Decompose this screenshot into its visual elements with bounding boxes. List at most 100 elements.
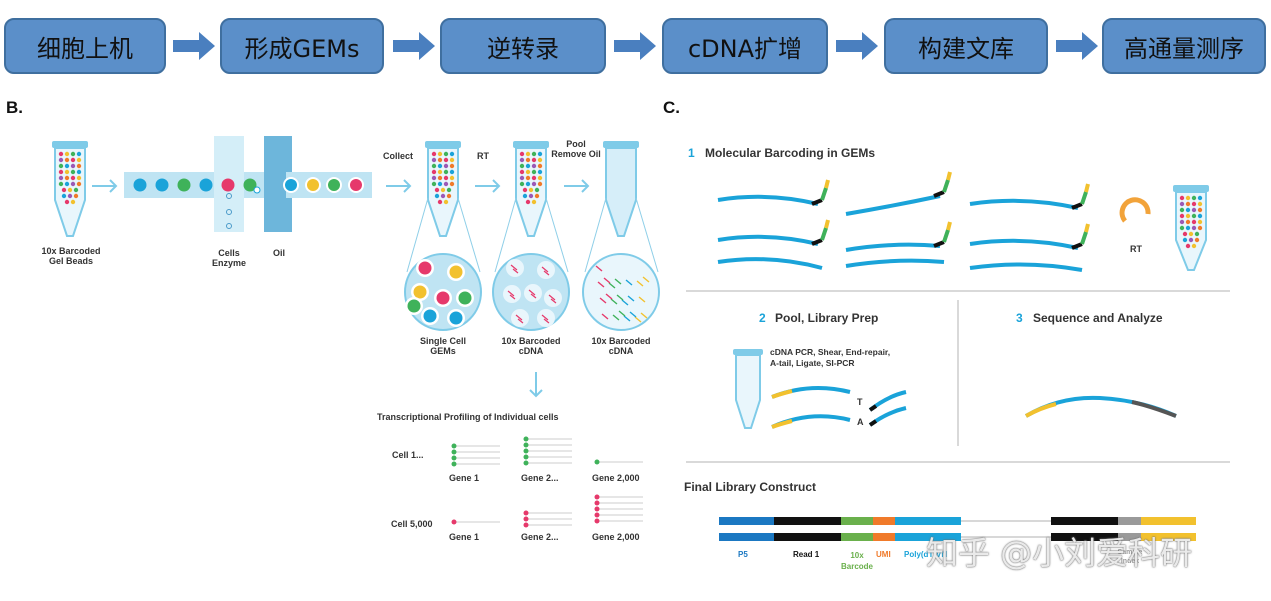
step2-number: 2 [759,311,766,325]
bead-dot [537,169,543,175]
cdna-strand [845,258,945,268]
cell-5000-label: Cell 5,000 [391,519,433,529]
transcript-dot [451,519,457,525]
bead-dot [1191,195,1197,201]
transcript-dot [594,494,600,500]
construct-polyt: Poly(dT)VN [904,550,948,559]
bead-dot [446,193,452,199]
bead-dot [1194,237,1200,243]
bead-dot [70,157,76,163]
bead-dot [1185,225,1191,231]
cells-enzyme-label: Cells Enzyme [211,248,246,268]
cdna-fragment [605,293,613,300]
cdna-fragment [616,294,624,301]
gel-bead [155,178,169,192]
cdna-fragment [618,310,626,317]
single-cell-label: Single Cell GEMs [419,336,466,356]
bead-dot [1179,219,1185,225]
cdna-fragment [625,279,633,286]
gene-2-label-a: Gene 2... [521,473,559,483]
transcript-dot [523,522,529,528]
gem-droplet [449,311,463,325]
bead-dot [443,163,449,169]
bead-dot [449,151,455,157]
construct-segment [719,533,774,541]
rt-label-c: RT [1130,244,1142,254]
bead-dot [443,151,449,157]
bead-dot [431,157,437,163]
bead-dot [531,181,537,187]
construct-segment [719,517,774,525]
bead-dot [519,157,525,163]
gel-bead [199,178,213,192]
bead-dot [58,163,64,169]
bead-dot [443,181,449,187]
bead-dot [70,199,76,205]
cdna-fragment [636,280,644,287]
cdna-strand [845,194,941,216]
bead-dot [73,187,79,193]
transcript-dot [523,442,529,448]
gem-droplet [436,291,450,305]
transcript-dot [523,460,529,466]
bead-dot [437,163,443,169]
workflow-step-4: cDNA扩增 [662,18,828,74]
bead-dot [1185,201,1191,207]
bead-dot [525,157,531,163]
gel-beads-dots [58,151,82,205]
construct-segment [841,533,873,541]
bead-dot [519,151,525,157]
cdna-fragment [612,314,620,321]
bead-dot [537,157,543,163]
cdna-strand [717,234,819,246]
bead-dot [531,169,537,175]
bead-dot [519,175,525,181]
bead-dot [1185,219,1191,225]
bead-dot [1182,237,1188,243]
bead-dot [519,181,525,187]
cdna-fragment [634,316,642,323]
workflow-step-5: 构建文库 [884,18,1048,74]
bead-dot [534,193,540,199]
construct-segment [873,533,895,541]
transcript-dot [594,512,600,518]
bead-dot [64,169,70,175]
arrow-right-icon [393,32,435,60]
gel-bead [133,178,147,192]
bead-dot [537,163,543,169]
construct-umi: UMI [876,550,891,559]
bead-dot [443,157,449,163]
bead-dot [449,181,455,187]
gel-bead [221,178,235,192]
construct-segment [1118,533,1141,541]
construct-p5: P5 [738,550,748,559]
t-label: T [857,397,863,407]
construct-barcode: 10x Barcode [840,551,873,571]
bead-dot [64,157,70,163]
construct-segment [1051,533,1118,541]
bead-dot [67,187,73,193]
gem-droplet [350,179,362,191]
bead-dot [443,199,449,205]
transcript-dot [594,518,600,524]
bead-dot [1188,237,1194,243]
transcript-dot [594,500,600,506]
transcript-dot [451,461,457,467]
bead-dot [70,151,76,157]
gem-droplet [307,179,319,191]
bead-dot [1191,201,1197,207]
bead-dot [1191,243,1197,249]
bead-dot [1179,207,1185,213]
bead-dot [531,151,537,157]
bead-dot [1197,207,1203,213]
transcript-dot [594,459,600,465]
bead-dot [73,193,79,199]
bead-dot [1197,225,1203,231]
construct-read1: Read 1 [793,550,820,559]
cdna-fragment [627,295,635,302]
barcoded-cdna-label-1: 10x Barcoded cDNA [501,336,561,356]
bead-dot [58,175,64,181]
bead-dot [531,157,537,163]
bead-dot [1185,195,1191,201]
gem-droplet [458,291,472,305]
